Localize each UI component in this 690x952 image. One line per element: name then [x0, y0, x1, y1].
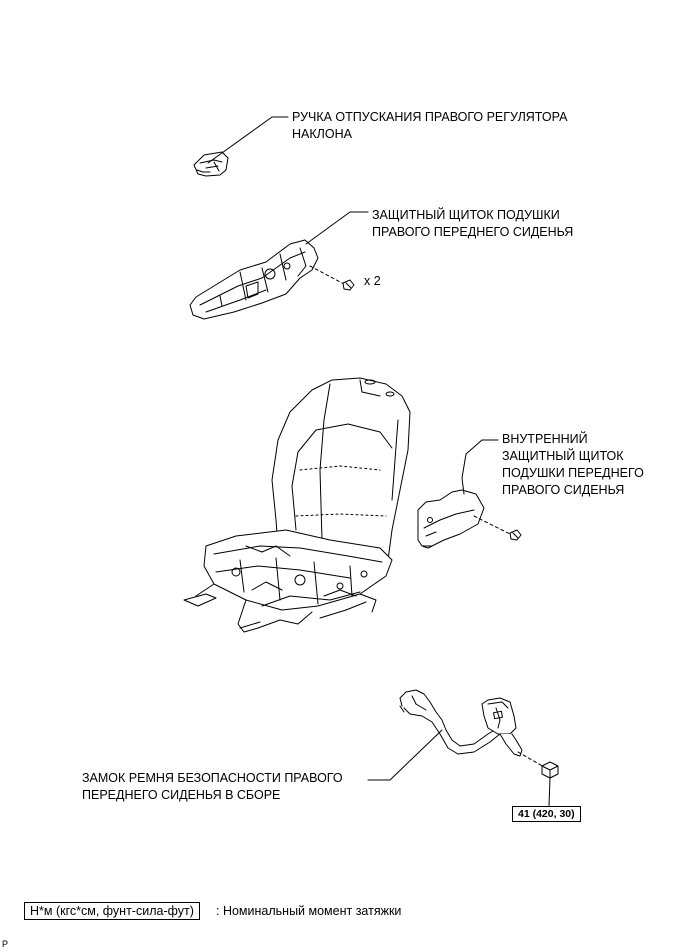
buckle-label: ЗАМОК РЕМНЯ БЕЗОПАСНОСТИ ПРАВОГО ПЕРЕДНЕ…: [82, 770, 343, 804]
buckle-nut-dashed-line: [517, 751, 547, 769]
release-handle-label-line-1: РУЧКА ОТПУСКАНИЯ ПРАВОГО РЕГУЛЯТОРА: [292, 110, 568, 124]
screw-quantity: x 2: [364, 274, 381, 288]
cushion-shield-label: ЗАЩИТНЫЙ ЩИТОК ПОДУШКИ ПРАВОГО ПЕРЕДНЕГО…: [372, 207, 573, 241]
buckle-label-line-2: ПЕРЕДНЕГО СИДЕНЬЯ В СБОРЕ: [82, 788, 281, 802]
torque-legend-description: : Номинальный момент затяжки: [216, 904, 402, 918]
inner-shield-label-line-4: ПРАВОГО СИДЕНЬЯ: [502, 483, 625, 497]
buckle-nut-part: [541, 761, 559, 779]
inner-shield-label: ВНУТРЕННИЙ ЗАЩИТНЫЙ ЩИТОК ПОДУШКИ ПЕРЕДН…: [502, 431, 644, 499]
buckle-leader: [367, 729, 443, 781]
release-handle-label: РУЧКА ОТПУСКАНИЯ ПРАВОГО РЕГУЛЯТОРА НАКЛ…: [292, 109, 567, 143]
corner-mark: P: [2, 939, 9, 949]
inner-shield-part: [417, 453, 485, 549]
inner-screw-part: [509, 529, 522, 541]
release-handle-part: [193, 151, 229, 177]
buckle-label-line-1: ЗАМОК РЕМНЯ БЕЗОПАСНОСТИ ПРАВОГО: [82, 771, 343, 785]
inner-screw-dashed-line: [473, 515, 511, 535]
inner-shield-label-line-2: ЗАЩИТНЫЙ ЩИТОК: [502, 449, 624, 463]
torque-leader: [548, 777, 551, 807]
cushion-screw-part: [342, 279, 355, 291]
release-handle-label-line-2: НАКЛОНА: [292, 127, 352, 141]
cushion-shield-part: [189, 239, 319, 320]
seat-belt-buckle-part: [399, 689, 523, 757]
seat-assembly-part: [183, 377, 411, 633]
cushion-shield-label-line-1: ЗАЩИТНЫЙ ЩИТОК ПОДУШКИ: [372, 208, 560, 222]
cushion-shield-leader: [305, 211, 369, 245]
inner-shield-leader: [465, 439, 499, 455]
inner-shield-label-line-3: ПОДУШКИ ПЕРЕДНЕГО: [502, 466, 644, 480]
cushion-shield-label-line-2: ПРАВОГО ПЕРЕДНЕГО СИДЕНЬЯ: [372, 225, 574, 239]
inner-shield-label-line-1: ВНУТРЕННИЙ: [502, 432, 588, 446]
torque-spec-box: 41 (420, 30): [512, 806, 581, 822]
release-handle-leader: [207, 116, 289, 164]
torque-unit-box: Н*м (кгс*см, фунт-сила-фут): [24, 902, 200, 920]
cushion-screw-dashed-line: [309, 265, 345, 285]
